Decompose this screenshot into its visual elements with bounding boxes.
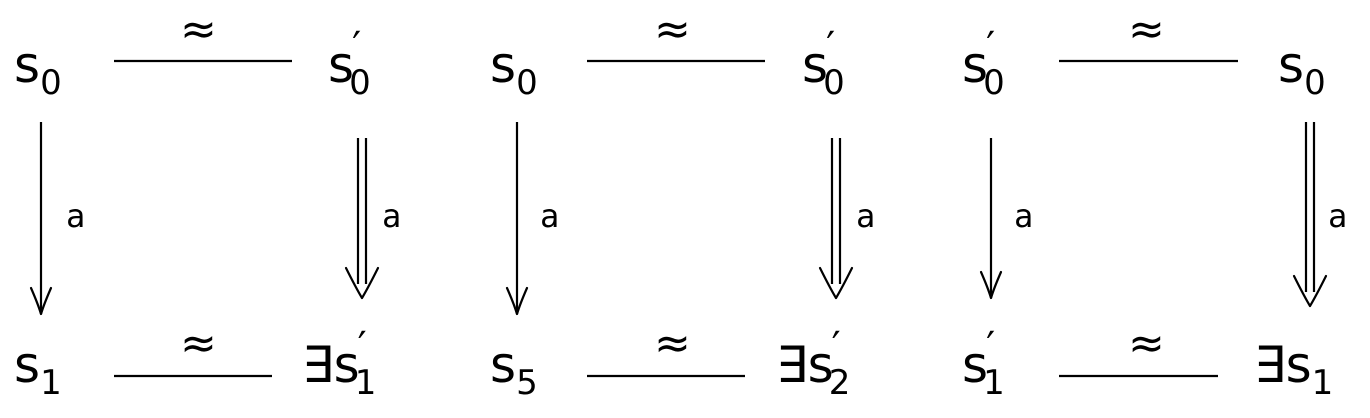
d1-bottom-left-node: s1 (14, 340, 62, 400)
d3-top-left-sub: 0 (983, 63, 1005, 103)
d1-bottom-right-prime: ′ (357, 324, 367, 370)
d2-bottom-left-node: s5 (490, 340, 538, 400)
d1-top-left-base: s (14, 36, 41, 94)
d2-right-label: a (856, 197, 876, 235)
d1-top-right-base: s (328, 36, 355, 94)
d1-bottom-right-base: s (333, 336, 360, 394)
d3-bottom-left-base: s (962, 336, 989, 394)
d2-top-right-base: s (802, 36, 829, 94)
d3-top-right-node: s0 (1278, 40, 1326, 100)
d2-bottom-right-node: ∃s′2 (776, 327, 850, 400)
d3-top-left-base: s (962, 36, 989, 94)
d1-right-label: a (382, 197, 402, 235)
d2-left-label: a (540, 197, 560, 235)
d2-top-left-base: s (490, 36, 517, 94)
d2-bottom-approx: ≈ (654, 318, 691, 369)
d1-top-left-node: s0 (14, 40, 62, 100)
d3-top-approx: ≈ (1128, 4, 1165, 55)
d2-top-right-prime: ′ (826, 24, 836, 70)
d2-bottom-left-sub: 5 (516, 363, 538, 403)
d3-left-arrow-head (979, 270, 1003, 300)
d3-bottom-left-prime: ′ (986, 324, 996, 370)
d1-bottom-right-node: ∃s′1 (302, 327, 376, 400)
d2-exists-symbol: ∃ (776, 336, 808, 394)
d2-bottom-right-sub: 2 (828, 363, 851, 403)
d2-left-arrow-head (505, 286, 529, 316)
d3-top-left-prime: ′ (986, 24, 996, 70)
d2-top-right-node: s′0 (802, 27, 845, 100)
d2-top-left-node: s0 (490, 40, 538, 100)
d2-bottom-right-prime: ′ (831, 324, 841, 370)
d3-top-left-node: s′0 (962, 27, 1005, 100)
d1-bottom-right-sub: 1 (354, 363, 377, 403)
d1-right-arrow-head (344, 266, 380, 300)
d3-exists-symbol: ∃ (1254, 336, 1286, 394)
d1-top-right-prime: ′ (352, 24, 362, 70)
d2-top-left-sub: 0 (516, 63, 538, 103)
d1-top-right-node: s′0 (328, 27, 371, 100)
d3-right-label: a (1328, 197, 1348, 235)
d1-top-right-sub: 0 (349, 63, 371, 103)
d3-bottom-left-node: s′1 (962, 327, 1005, 400)
d1-bottom-approx: ≈ (180, 318, 217, 369)
d1-bottom-left-base: s (14, 336, 41, 394)
d3-left-label: a (1014, 197, 1034, 235)
d2-bottom-right-base: s (807, 336, 834, 394)
d3-bottom-approx: ≈ (1128, 318, 1165, 369)
d3-bottom-right-base: s (1285, 336, 1312, 394)
d2-top-approx: ≈ (654, 4, 691, 55)
d2-top-right-sub: 0 (823, 63, 845, 103)
d3-top-right-base: s (1278, 36, 1305, 94)
d1-top-left-sub: 0 (40, 63, 62, 103)
d2-bottom-left-base: s (490, 336, 517, 394)
d3-bottom-right-node: ∃s1 (1254, 340, 1333, 400)
d3-bottom-right-sub: 1 (1311, 363, 1334, 403)
d1-top-approx: ≈ (180, 4, 217, 55)
d1-exists-symbol: ∃ (302, 336, 334, 394)
d3-top-right-sub: 0 (1304, 63, 1326, 103)
d3-bottom-left-sub: 1 (983, 363, 1005, 403)
d1-bottom-left-sub: 1 (40, 363, 62, 403)
d2-right-arrow-head (818, 266, 854, 300)
d1-left-label: a (66, 197, 86, 235)
d1-left-arrow-head (29, 286, 53, 316)
d3-right-arrow-head (1292, 274, 1328, 308)
